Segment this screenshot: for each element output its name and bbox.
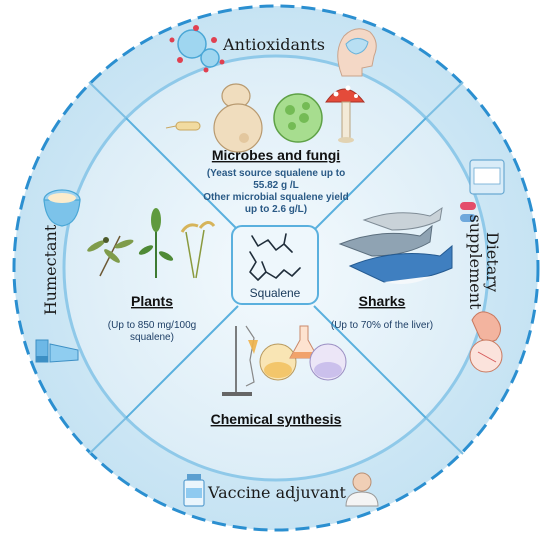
amaranth-plant-icon [138,208,174,278]
lotion-tubes-icon [35,339,79,363]
cream-bowl-icon [43,189,81,227]
bacterium-icon [165,121,201,131]
sharks-line1: (Up to 70% of the liver) [331,320,433,331]
microbes-title: Microbes and fungi [212,147,340,163]
label-humectant: Humectant [41,224,60,315]
shark-icon-3 [348,244,453,284]
plants-title: Plants [131,293,173,309]
outer-ring-dividers [88,81,464,455]
label-vaccine-adjuvant: Vaccine adjuvant [207,483,346,502]
plants-line1: (Up to 850 mg/100g [108,320,196,331]
round-flask-icon [259,343,297,381]
sharks-title: Sharks [359,293,406,309]
rice-plant-icon [180,221,216,279]
microbes-line4: up to 2.6 g/L) [245,204,307,215]
supplement-box-icon [460,159,505,222]
label-dietary: Dietary [483,232,502,292]
microbes-line2: 55.82 g /L [253,180,299,191]
microbes-line1: (Yeast source squalene up to [207,168,345,179]
chemical-title: Chemical synthesis [211,411,342,427]
head-profile-icon [337,28,377,77]
green-microalgae-icon [273,93,323,143]
quadrant-dividers [125,117,427,419]
microbes-line3: Other microbial squalene yield [203,192,349,203]
vaccine-vial-icon [183,474,205,507]
plants-line2: squalene) [130,332,174,343]
center-label: Squalene [250,286,301,300]
squalene-center-box [231,225,319,305]
squalene-structure-icon [249,233,301,281]
digestive-system-icon [469,311,503,373]
label-supplement: supplement [466,215,485,311]
label-antioxidants: Antioxidants [222,35,325,54]
distillation-apparatus-icon [222,325,258,396]
mushroom-icon [325,85,366,143]
yeast-cell-icon [213,83,263,153]
vaccinated-person-icon [345,472,379,507]
olive-branch-icon [87,235,134,277]
antioxidant-molecules-icon [169,25,225,73]
purple-flask-icon [309,343,347,381]
shark-icon-1 [362,206,443,231]
